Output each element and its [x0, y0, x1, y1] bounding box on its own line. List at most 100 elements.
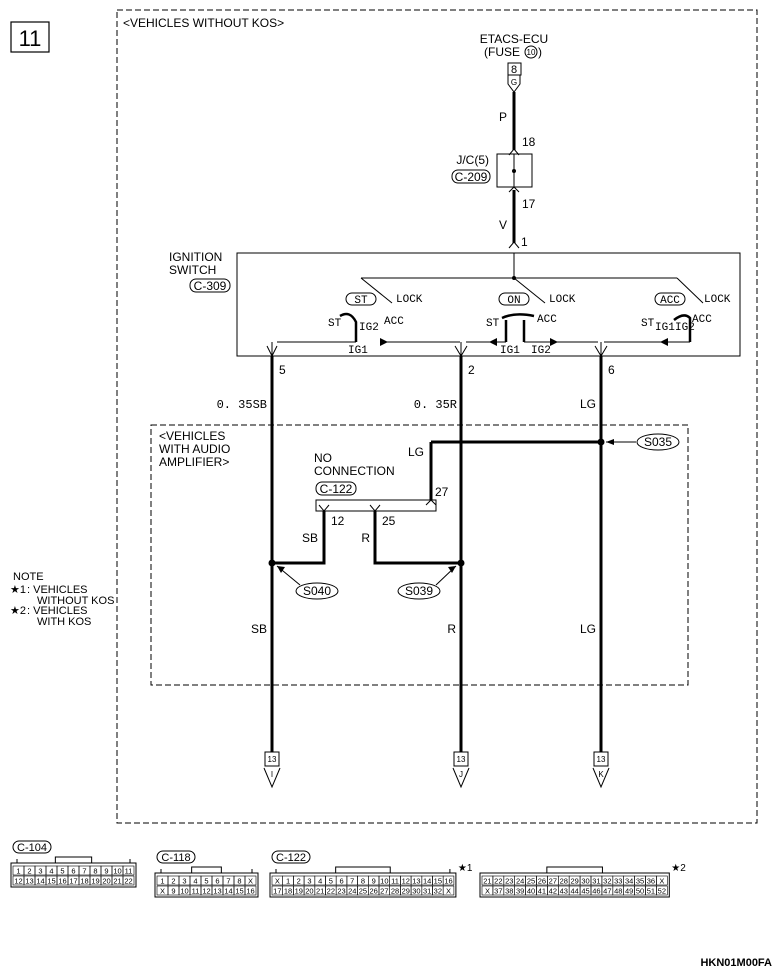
- etacs-fuse-suffix: ): [538, 45, 542, 59]
- st-st: ST: [328, 318, 342, 330]
- ignition-title-1: IGNITION: [169, 250, 222, 264]
- connector-pin-label: 21: [483, 877, 491, 886]
- wire-label-lg-low: LG: [580, 622, 596, 636]
- connector-pin-label: 22: [124, 877, 132, 886]
- connector-pin-label: 3: [182, 877, 186, 886]
- connector-pin-label: 16: [444, 877, 452, 886]
- connector-pin-label: 44: [570, 887, 578, 896]
- connector-pin-label: 26: [538, 877, 546, 886]
- connector-pin-label: X: [485, 887, 490, 896]
- connector-pin-label: 1: [16, 867, 20, 876]
- connector-pin-label: 34: [625, 877, 633, 886]
- on-arrow-right: [550, 338, 558, 346]
- svg-text:WITHOUT KOS: WITHOUT KOS: [37, 595, 114, 607]
- etacs-fuse-num: 10: [527, 48, 536, 57]
- region-with-amp-3: AMPLIFIER>: [159, 455, 229, 469]
- connector-pin-label: 20: [305, 887, 313, 896]
- connector-view-tabs: [16, 859, 131, 863]
- connector-view-label: C-104: [17, 842, 47, 854]
- connector-pin-label: 23: [337, 887, 345, 896]
- connector-pin-label: 20: [102, 877, 110, 886]
- on-st: ST: [486, 318, 500, 330]
- connector-pin-label: 14: [224, 887, 232, 896]
- connector-pin-label: 30: [581, 877, 589, 886]
- splice-s039-frame: [397, 582, 441, 600]
- splice-s035-frame: [636, 433, 680, 451]
- connector-view-label-frame: [12, 840, 52, 854]
- connector-pin-label: 1: [286, 877, 290, 886]
- on-lock: LOCK: [549, 294, 576, 306]
- connector-pin-label: 13: [412, 877, 420, 886]
- connector-pin-label: 32: [434, 887, 442, 896]
- wire-label-r-low: R: [447, 622, 456, 636]
- connector-pin-label: 5: [204, 877, 208, 886]
- etacs-connector-num: 8: [511, 64, 517, 76]
- splice-s035-node: [597, 438, 605, 446]
- jc-pin-18: 18: [522, 135, 536, 149]
- connector-pin-label: 33: [614, 877, 622, 886]
- connector-view-tabs: [275, 869, 451, 873]
- position-on-label: ON: [507, 295, 520, 307]
- connector-pin-label: 17: [273, 887, 281, 896]
- acc-ig1: IG1: [655, 322, 675, 334]
- connector-pin-label: 8: [361, 877, 365, 886]
- connector-pin-label: 19: [295, 887, 303, 896]
- connector-pin-label: 29: [570, 877, 578, 886]
- wire-label-p: P: [499, 110, 507, 124]
- connector-pin-label: 12: [14, 877, 22, 886]
- no-connection-connector-frame: [315, 481, 357, 496]
- st-lock: LOCK: [396, 294, 423, 306]
- connector-pin-label: 10: [180, 887, 188, 896]
- connector-pin-label: 51: [647, 887, 655, 896]
- connector-view-label-frame: [156, 850, 196, 864]
- connector-pin-cell: [122, 865, 135, 876]
- jc-connector: C-209: [455, 170, 488, 184]
- connector-pin-label: 21: [113, 877, 121, 886]
- nc-pin-12: 12: [331, 514, 345, 528]
- etacs-connector-box: [507, 62, 522, 76]
- connector-pin-label: 17: [69, 877, 77, 886]
- svg-text:13: 13: [597, 755, 606, 764]
- acc-st: ST: [641, 318, 655, 330]
- splice-s039: S039: [405, 584, 433, 598]
- etacs-pin: G: [511, 78, 517, 87]
- wire-label-v: V: [499, 218, 507, 232]
- connector-pin-label: 22: [327, 887, 335, 896]
- svg-text:★1: ★1: [10, 584, 26, 596]
- connector-pin-label: 3: [38, 867, 42, 876]
- connector-pin-label: 2: [171, 877, 175, 886]
- connector-pin-label: 41: [538, 887, 546, 896]
- connector-pin-label: 9: [104, 867, 108, 876]
- svg-text:NOTE: NOTE: [13, 571, 44, 583]
- connector-pin-label: 6: [71, 867, 75, 876]
- fuse-number-circle: [524, 45, 538, 59]
- position-acc-label: ACC: [660, 295, 680, 307]
- connector-pin-label: X: [248, 877, 253, 886]
- wire-label-sb-035: 0. 35SB: [217, 398, 267, 412]
- jc-name: J/C(5): [456, 153, 489, 167]
- no-connection-1: NO: [314, 451, 332, 465]
- wire-r-branch: [373, 511, 461, 565]
- connector-pin-label: 14: [36, 877, 44, 886]
- on-acc: ACC: [537, 314, 557, 326]
- position-st-frame: [345, 292, 377, 306]
- connector-pin-label: 26: [369, 887, 377, 896]
- connector-pin-cell: [244, 885, 257, 896]
- connector-pin-label: 45: [581, 887, 589, 896]
- connector-pin-label: 18: [284, 887, 292, 896]
- connector-pin-label: 27: [380, 887, 388, 896]
- splice-s040-node: [268, 559, 276, 567]
- page-number: 11: [19, 26, 42, 51]
- connector-view-label-frame: [271, 850, 311, 864]
- connector-pin-label: 7: [350, 877, 354, 886]
- connector-pin-label: 11: [125, 867, 133, 876]
- nc-pin-25-symbol: [369, 504, 381, 512]
- connector-pin-label: 21: [316, 887, 324, 896]
- etacs-fuse-prefix: (FUSE: [484, 45, 520, 59]
- connector-pin-label: 15: [235, 887, 243, 896]
- connector-pin-label: 28: [391, 887, 399, 896]
- splice-s040-arrowhead: [277, 566, 285, 573]
